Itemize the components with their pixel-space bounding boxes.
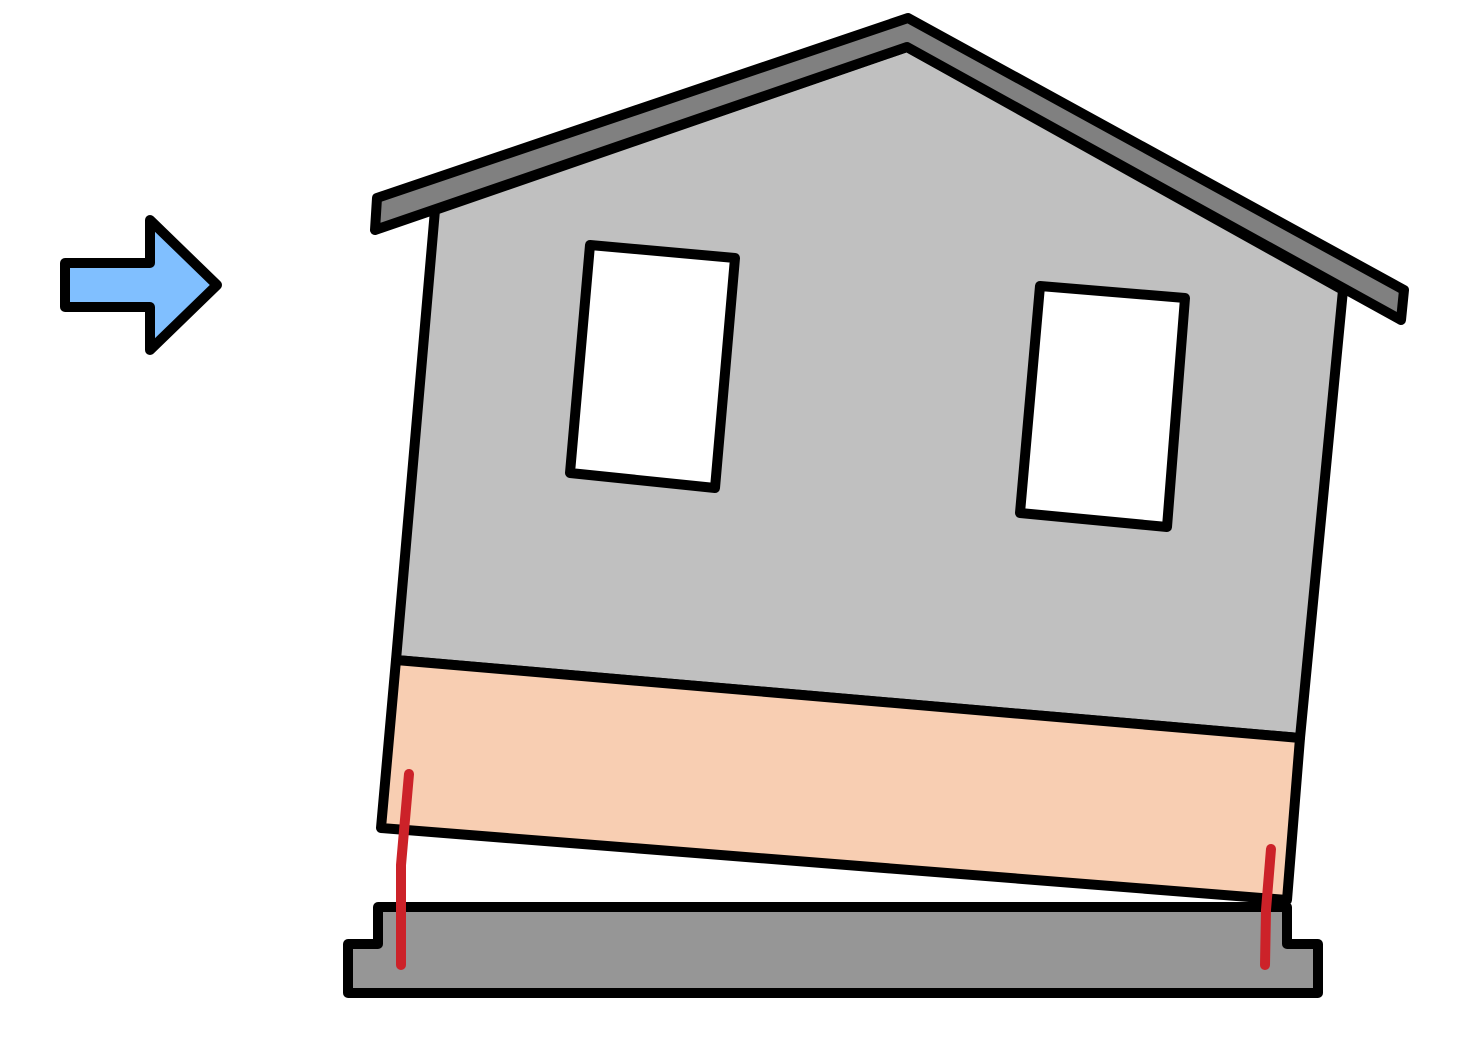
window-left: [565, 240, 740, 493]
wind-arrow-icon: [60, 215, 222, 355]
anchor-bolt-right: [1260, 844, 1276, 970]
house-base-band: [376, 655, 1305, 905]
anchor-bolt-left: [396, 769, 414, 970]
window-right: [1015, 281, 1190, 532]
foundation: [343, 902, 1323, 998]
roof: [370, 13, 1409, 325]
